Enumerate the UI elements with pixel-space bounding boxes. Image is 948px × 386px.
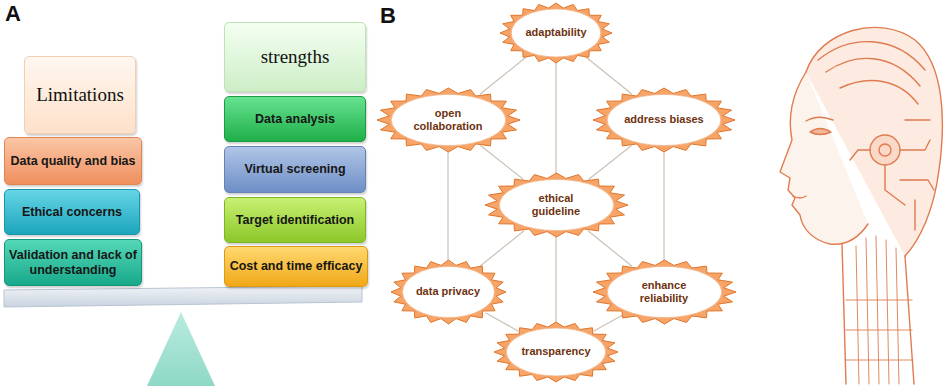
panel-letter: B bbox=[380, 3, 396, 29]
item-box: Data quality and bias bbox=[4, 137, 142, 185]
connector-line bbox=[663, 149, 664, 262]
starburst-node: enhance reliability bbox=[593, 260, 736, 324]
starburst-spikes bbox=[391, 260, 506, 324]
starburst-core bbox=[391, 94, 505, 145]
item-box: Virtual screening bbox=[224, 146, 366, 193]
node-label: open collaboration bbox=[408, 107, 488, 133]
starburst-node: transparency bbox=[494, 322, 618, 382]
node-label: enhance reliability bbox=[624, 279, 704, 305]
connector-line bbox=[585, 56, 633, 94]
starburst-spikes bbox=[500, 3, 612, 63]
connector-line bbox=[589, 146, 632, 180]
node-label: Data analysis bbox=[255, 112, 335, 126]
node-label: Cost and time efficacy bbox=[230, 259, 363, 273]
starburst-node: ethical guideline bbox=[485, 173, 628, 237]
starburst-node: adaptability bbox=[500, 3, 612, 63]
starburst-spikes bbox=[494, 322, 618, 382]
category-box: Limitations bbox=[24, 56, 136, 134]
starburst-core bbox=[402, 266, 494, 317]
item-box: Cost and time efficacy bbox=[224, 246, 368, 287]
panel-letter: A bbox=[5, 1, 21, 27]
fulcrum bbox=[147, 312, 215, 386]
item-box: Validation and lack of understanding bbox=[4, 239, 142, 286]
connector-line bbox=[555, 234, 556, 324]
item-box: Data analysis bbox=[224, 96, 366, 142]
starburst-core bbox=[506, 328, 605, 376]
starburst-node: address biases bbox=[593, 88, 735, 152]
node-label: Virtual screening bbox=[244, 162, 345, 176]
node-label: transparency bbox=[521, 345, 590, 358]
starburst-node: data privacy bbox=[391, 260, 506, 324]
item-box: Ethical concerns bbox=[4, 189, 140, 235]
node-label: data privacy bbox=[416, 285, 480, 298]
node-label: Data quality and bias bbox=[10, 154, 135, 168]
connector-line bbox=[593, 315, 622, 331]
node-label: Target identification bbox=[236, 213, 355, 227]
starburst-spikes bbox=[485, 173, 628, 237]
starburst-spikes bbox=[593, 260, 736, 324]
starburst-core bbox=[607, 94, 721, 145]
starburst-spikes bbox=[377, 88, 520, 152]
starburst-core bbox=[511, 9, 601, 57]
node-label: address biases bbox=[624, 113, 704, 126]
starburst-core bbox=[607, 266, 721, 317]
node-label: Ethical concerns bbox=[22, 205, 122, 219]
node-label: Validation and lack of understanding bbox=[9, 248, 137, 277]
connector-line bbox=[478, 231, 524, 268]
starburst-core bbox=[499, 179, 613, 230]
starburst-spikes bbox=[593, 88, 735, 152]
starburst-node: open collaboration bbox=[377, 88, 520, 152]
node-label: adaptability bbox=[525, 26, 586, 39]
node-label: Limitations bbox=[36, 84, 124, 106]
connector-line bbox=[481, 146, 524, 180]
balance-plank bbox=[4, 286, 362, 307]
node-label: ethical guideline bbox=[516, 192, 596, 218]
node-label: strengths bbox=[261, 46, 330, 68]
robot-head bbox=[780, 27, 942, 384]
connector-line bbox=[447, 149, 448, 262]
connector-line bbox=[588, 231, 632, 267]
connector-line bbox=[485, 313, 518, 331]
item-box: Target identification bbox=[224, 197, 366, 243]
connector-line bbox=[555, 61, 556, 176]
category-box: strengths bbox=[224, 22, 366, 92]
connector-line bbox=[480, 56, 528, 94]
